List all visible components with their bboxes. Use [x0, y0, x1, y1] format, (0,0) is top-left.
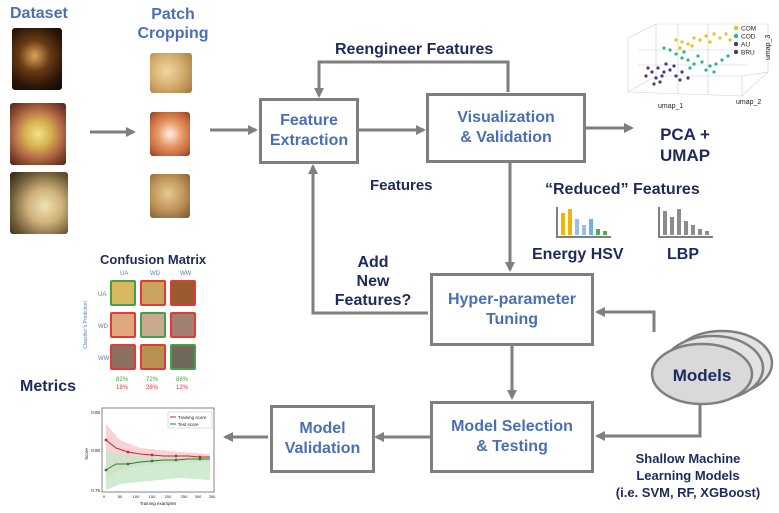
lc-xtick-250: 250 — [181, 494, 188, 499]
feature-extraction-box: Feature Extraction — [259, 98, 359, 164]
cm-col-ww: WW — [180, 271, 192, 277]
model-selection-label: Model Selection & Testing — [451, 418, 573, 455]
lbp-icon — [658, 207, 713, 238]
umap-points — [644, 32, 732, 86]
cm-cell-ww-ww — [170, 344, 196, 370]
arrow-add-features-loop — [308, 164, 428, 315]
dataset-label: Dataset — [10, 5, 68, 22]
lc-legend-training: Training score — [178, 415, 207, 420]
lc-xtick-200: 200 — [165, 494, 172, 499]
cm-row-ww: WW — [98, 356, 110, 362]
feature-extraction-label: Feature Extraction — [269, 112, 349, 149]
lc-ytick-075: 0.75 — [91, 488, 100, 493]
models-label: Models — [673, 366, 732, 385]
energy-hsv-label: Energy HSV — [532, 246, 624, 263]
model-validation-box: Model Validation — [270, 405, 375, 473]
umap-xlabel: umap_1 — [658, 103, 683, 110]
cm-cell-ww-wd — [140, 344, 166, 370]
dataset-image-2 — [10, 103, 66, 165]
umap-legend-au: AU — [741, 42, 750, 49]
shallow-models-label: Shallow Machine Learning Models (i.e. SV… — [615, 451, 761, 500]
lbp-label: LBP — [667, 246, 699, 263]
confusion-matrix: UA WD WW UA WD WW Classifier's Predictio… — [83, 268, 210, 398]
umap-zlabel: umap_3 — [765, 35, 772, 60]
dataset-image-1 — [12, 28, 62, 90]
model-selection-box: Model Selection & Testing — [430, 401, 594, 473]
cm-cell-wd-ua — [110, 312, 136, 338]
visualization-validation-box: Visualization & Validation — [426, 93, 586, 163]
hyper-parameter-box: Hyper-parameter Tuning — [430, 273, 594, 346]
add-new-features-label: Add New Features? — [334, 254, 412, 310]
dataset-image-3 — [10, 172, 68, 234]
lc-xtick-100: 100 — [133, 494, 140, 499]
lc-xtick-150: 150 — [149, 494, 156, 499]
lc-xtick-300: 300 — [195, 494, 202, 499]
umap-legend-com: COM — [741, 26, 756, 33]
cm-cell-ww-ua — [110, 344, 136, 370]
lc-xtick-50: 50 — [118, 494, 123, 499]
lc-ytick-080: 0.80 — [91, 448, 100, 453]
cm-wrong-wd: 28% — [146, 385, 159, 391]
lc-ytick-085: 0.85 — [91, 410, 100, 415]
cm-wrong-ua: 18% — [116, 385, 129, 391]
umap-scatter-plot: COM COD AU BRU umap_1 umap_2 umap_3 — [627, 23, 772, 110]
patch-cropping-label: Patch Cropping — [137, 6, 209, 43]
arrow-reengineer-loop — [314, 60, 510, 98]
cm-correct-wd: 72% — [146, 377, 159, 383]
lc-xlabel: Training examples — [140, 501, 177, 506]
lc-xtick-350: 350 — [209, 494, 216, 499]
cm-wrong-ww: 12% — [176, 385, 189, 391]
cm-side-label: Classifier's Prediction — [82, 301, 89, 349]
cm-row-wd: WD — [98, 324, 108, 330]
patch-image-1 — [150, 53, 192, 93]
confusion-matrix-title: Confusion Matrix — [100, 252, 207, 267]
visualization-validation-label: Visualization & Validation — [457, 109, 555, 146]
patch-image-2 — [150, 112, 190, 156]
cm-correct-ww: 88% — [176, 377, 189, 383]
reduced-features-label: “Reduced” Features — [545, 181, 700, 198]
cm-cell-ua-ww — [170, 280, 196, 306]
cm-correct-ua: 82% — [116, 377, 129, 383]
hyper-parameter-label: Hyper-parameter Tuning — [447, 290, 577, 328]
umap-legend-bru: BRU — [741, 50, 755, 57]
cm-cell-wd-wd — [140, 312, 166, 338]
lc-legend-test: Test score — [178, 422, 199, 427]
model-validation-label: Model Validation — [284, 420, 361, 457]
cm-cell-ua-wd — [140, 280, 166, 306]
lc-xtick-0: 0 — [103, 494, 106, 499]
cm-col-wd: WD — [150, 271, 160, 277]
metrics-label: Metrics — [20, 378, 77, 395]
cm-col-ua: UA — [120, 271, 129, 277]
features-label: Features — [370, 177, 433, 194]
umap-legend-cod: COD — [741, 34, 756, 41]
learning-curve-plot: Training score Test score 0.85 0.80 0.75… — [84, 407, 216, 506]
energy-hsv-icon — [556, 207, 611, 238]
cm-row-ua: UA — [98, 292, 107, 298]
cm-cell-ua-ua — [110, 280, 136, 306]
umap-legend: COM COD AU BRU — [733, 26, 756, 57]
lc-ylabel: Score — [84, 448, 89, 460]
cm-cell-wd-ww — [170, 312, 196, 338]
patch-image-3 — [150, 174, 190, 218]
arrow-models-to-selection — [595, 402, 702, 441]
reengineer-features-label: Reengineer Features — [335, 41, 494, 58]
umap-ylabel: umap_2 — [736, 99, 761, 106]
pca-umap-label: PCA + UMAP — [660, 125, 711, 166]
models-stack: Models — [650, 329, 774, 406]
arrow-models-to-hyper — [595, 307, 656, 332]
